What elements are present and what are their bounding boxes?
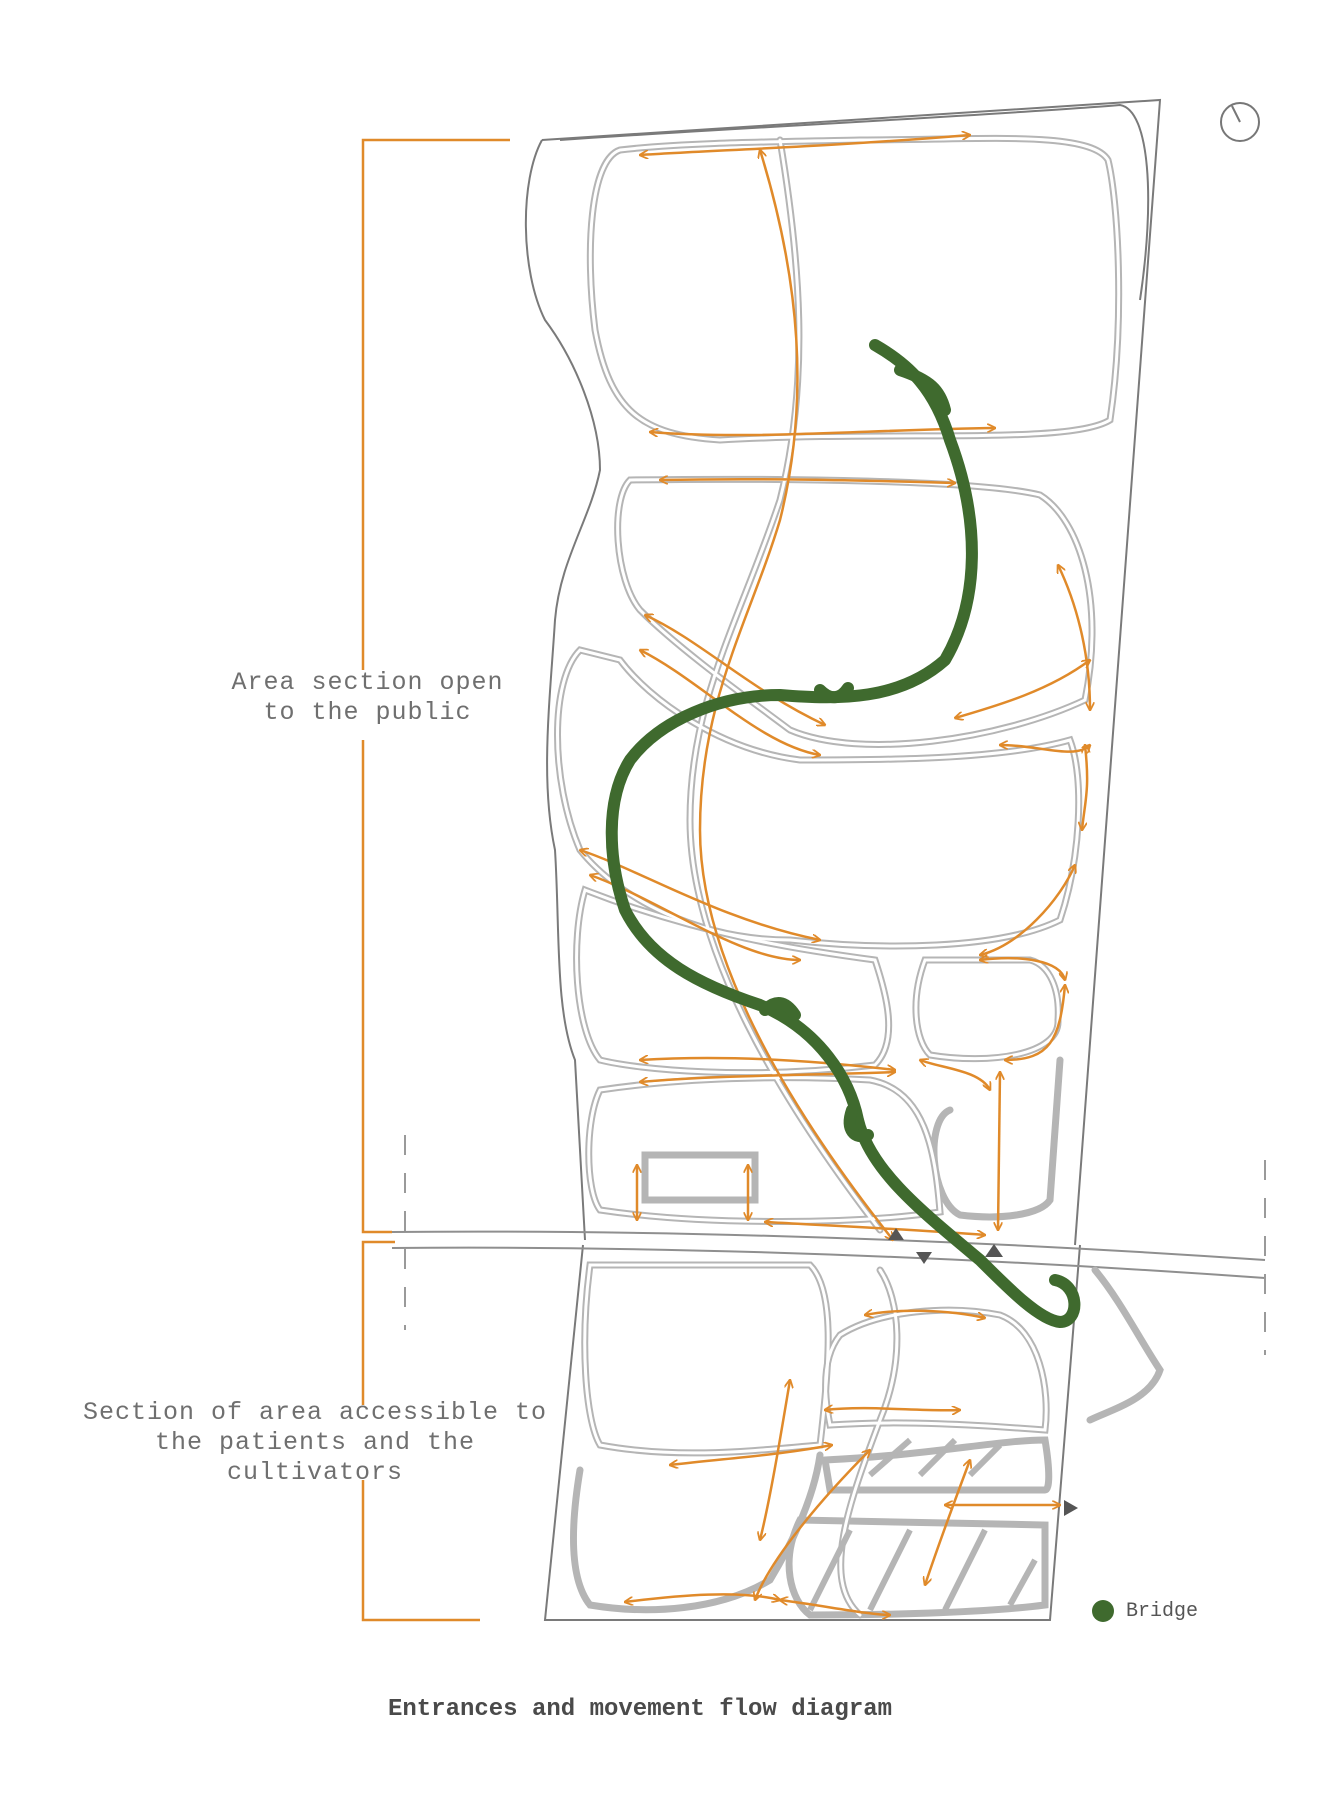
private-section-label-line-1: Section of area accessible to	[82, 1398, 548, 1427]
legend: Bridge	[1092, 1598, 1242, 1628]
public-section-label-line-1: Area section open	[231, 668, 504, 697]
entrance-triangle-icon	[1064, 1500, 1078, 1516]
bridge-legend-dot	[1092, 1600, 1114, 1622]
public-section-bracket	[361, 138, 510, 1234]
entrance-triangle-icon	[916, 1252, 932, 1264]
main-road	[391, 1230, 1266, 1279]
private-section-label-line-2: the patients and the	[154, 1428, 476, 1457]
site-boundary	[524, 98, 1162, 1621]
diagram-title: Entrances and movement flow diagram	[387, 1696, 893, 1723]
entrance-triangle-icon	[888, 1228, 904, 1240]
entrance-triangle-icon	[985, 1244, 1003, 1257]
private-section-label: Section of area accessible to the patien…	[70, 1398, 560, 1488]
road-guide-dashes	[404, 1135, 1266, 1355]
bridge-legend-label: Bridge	[1126, 1600, 1199, 1623]
public-section-label-line-2: to the public	[263, 698, 472, 727]
entrance-markers	[888, 1228, 1078, 1516]
north-arrow-icon	[1220, 102, 1260, 142]
movement-flows	[580, 135, 1090, 1615]
private-section-label-line-3: cultivators	[226, 1458, 404, 1487]
bridge-path	[605, 339, 1081, 1328]
public-section-label: Area section open to the public	[200, 668, 535, 728]
private-section-bracket	[361, 1240, 480, 1622]
